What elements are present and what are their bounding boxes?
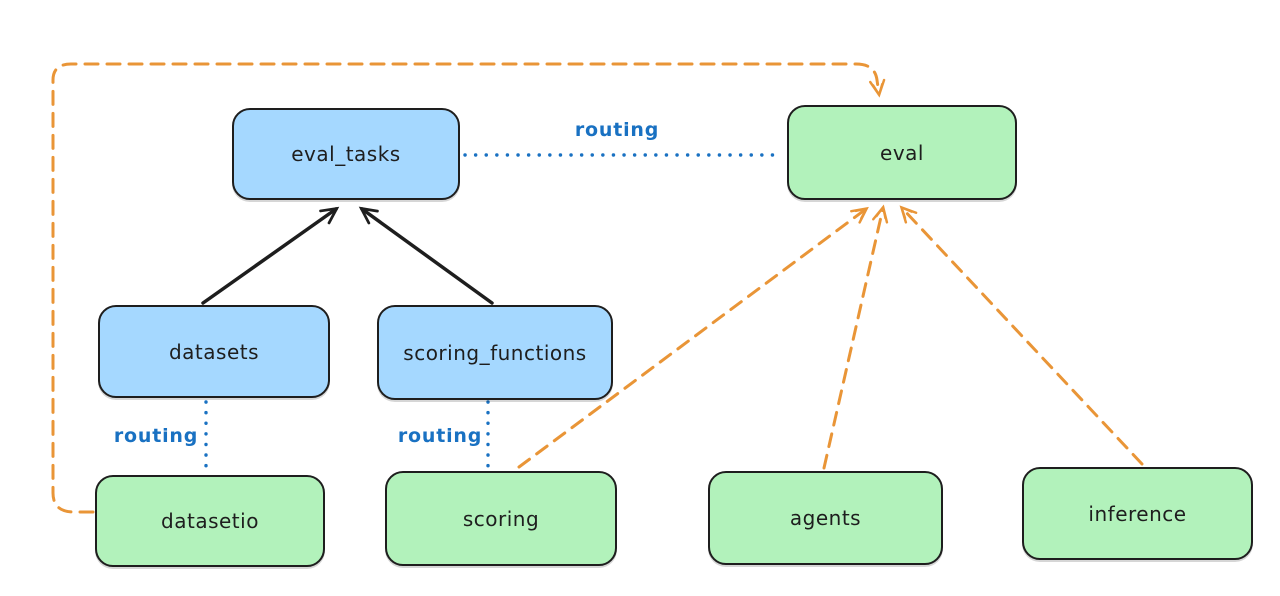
edge-datasets-to-eval-tasks	[201, 206, 340, 305]
node-scoring-functions[interactable]: scoring_functions	[377, 305, 613, 400]
edge-inference-to-eval	[899, 205, 1144, 466]
node-eval-tasks-label: eval_tasks	[291, 142, 401, 166]
node-scoring-functions-label: scoring_functions	[403, 340, 587, 365]
node-datasetio[interactable]: datasetio	[95, 475, 325, 567]
edge-label-routing-eval-tasks-eval: routing	[574, 119, 660, 141]
node-inference[interactable]: inference	[1022, 467, 1253, 560]
node-datasets-label: datasets	[168, 339, 260, 364]
edge-label-routing-scoring-functions-scoring: routing	[397, 425, 483, 447]
edge-agents-to-eval	[822, 204, 889, 470]
node-eval[interactable]: eval	[787, 105, 1017, 200]
node-scoring-label: scoring	[462, 506, 540, 531]
node-datasets[interactable]: datasets	[98, 305, 330, 398]
node-agents[interactable]: agents	[708, 471, 943, 565]
edge-scoring-to-eval	[517, 206, 869, 469]
node-scoring[interactable]: scoring	[385, 471, 617, 566]
edge-datasetio-to-eval	[51, 62, 886, 514]
edge-scoring-functions-to-eval-tasks	[358, 206, 494, 305]
node-inference-label: inference	[1088, 501, 1187, 526]
node-eval-label: eval	[880, 140, 924, 165]
edge-label-routing-datasets-datasetio: routing	[113, 425, 199, 447]
node-datasetio-label: datasetio	[161, 509, 259, 533]
node-eval-tasks[interactable]: eval_tasks	[232, 108, 460, 200]
node-agents-label: agents	[789, 506, 862, 530]
